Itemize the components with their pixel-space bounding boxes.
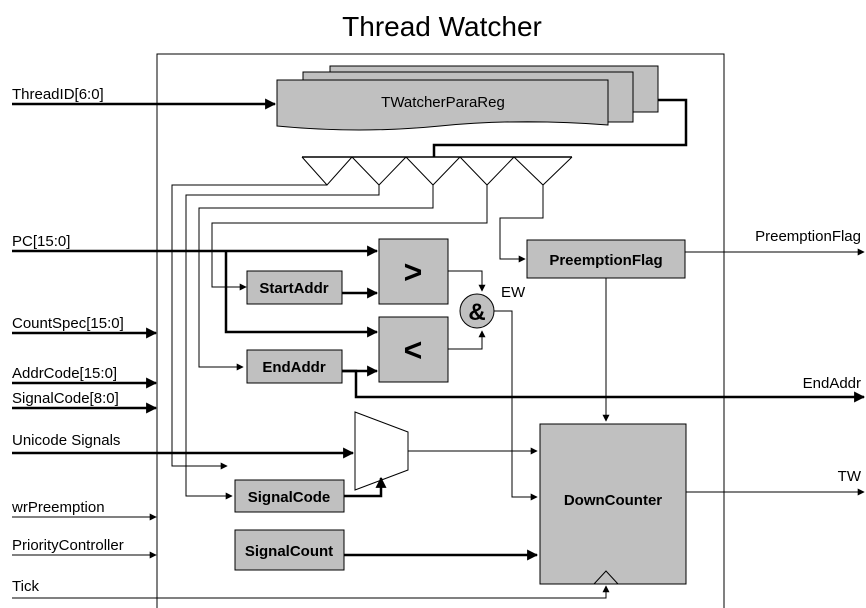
- preemption-flag-block-label: PreemptionFlag: [549, 252, 662, 269]
- demux-to-startaddr: [211, 185, 488, 291]
- unicode-signals-label: Unicode Signals: [12, 432, 120, 449]
- preemption-flag-output-label: PreemptionFlag: [755, 228, 861, 245]
- signal-code-input-label: SignalCode[8:0]: [12, 390, 119, 407]
- ew-label: EW: [501, 284, 526, 301]
- demux: [301, 156, 573, 186]
- demux-to-preemptionflag: [499, 185, 544, 263]
- lt-to-and-wire: [448, 330, 486, 350]
- tick-wire: [12, 585, 610, 599]
- diagram-title: Thread Watcher: [342, 11, 542, 42]
- end-addr-label: EndAddr: [262, 359, 325, 376]
- demux-to-endaddr: [198, 185, 434, 371]
- para-reg-stack: TWatcherParaReg: [276, 65, 659, 131]
- demux-to-signalcount: [171, 184, 327, 470]
- signal-count-label: SignalCount: [245, 543, 333, 560]
- down-counter-block: [539, 423, 687, 585]
- tw-output-label: TW: [838, 468, 862, 485]
- para-reg-block: [276, 79, 609, 131]
- end-addr-out-wire: [342, 369, 866, 403]
- signal-code-block-label: SignalCode: [248, 489, 331, 506]
- greater-than-comparator: [378, 238, 449, 305]
- demux-to-signalcode: [185, 185, 380, 500]
- and-gate-symbol: &: [468, 299, 485, 326]
- tick-label: Tick: [12, 578, 39, 595]
- start-addr-block: [246, 270, 343, 305]
- down-counter-label: DownCounter: [564, 492, 662, 509]
- ew-wire: [494, 310, 538, 501]
- clock-edge-icon: [593, 570, 619, 585]
- gt-to-and-wire: [448, 270, 486, 292]
- wr-preemption-label: wrPreemption: [11, 499, 105, 516]
- signal-count-rect: [234, 529, 345, 571]
- para-reg-bus: [432, 98, 688, 157]
- thread-id-label: ThreadID[6:0]: [12, 86, 104, 103]
- start-addr-label: StartAddr: [259, 280, 328, 297]
- count-spec-label: CountSpec[15:0]: [12, 315, 124, 332]
- end-addr-block: [246, 349, 343, 384]
- signal-code-block: [234, 479, 345, 513]
- end-addr-output-label: EndAddr: [803, 375, 861, 392]
- signal-code-to-mux-wire: [344, 476, 387, 498]
- addr-code-label: AddrCode[15:0]: [12, 365, 117, 382]
- greater-than-symbol: >: [404, 254, 423, 290]
- less-than-symbol: <: [404, 332, 423, 368]
- pc-to-less-wire: [224, 251, 379, 338]
- para-reg-label: TWatcherParaReg: [381, 94, 505, 111]
- signal-mux: [354, 411, 409, 491]
- priority-controller-label: PriorityController: [12, 537, 124, 554]
- pc-label: PC[15:0]: [12, 233, 70, 250]
